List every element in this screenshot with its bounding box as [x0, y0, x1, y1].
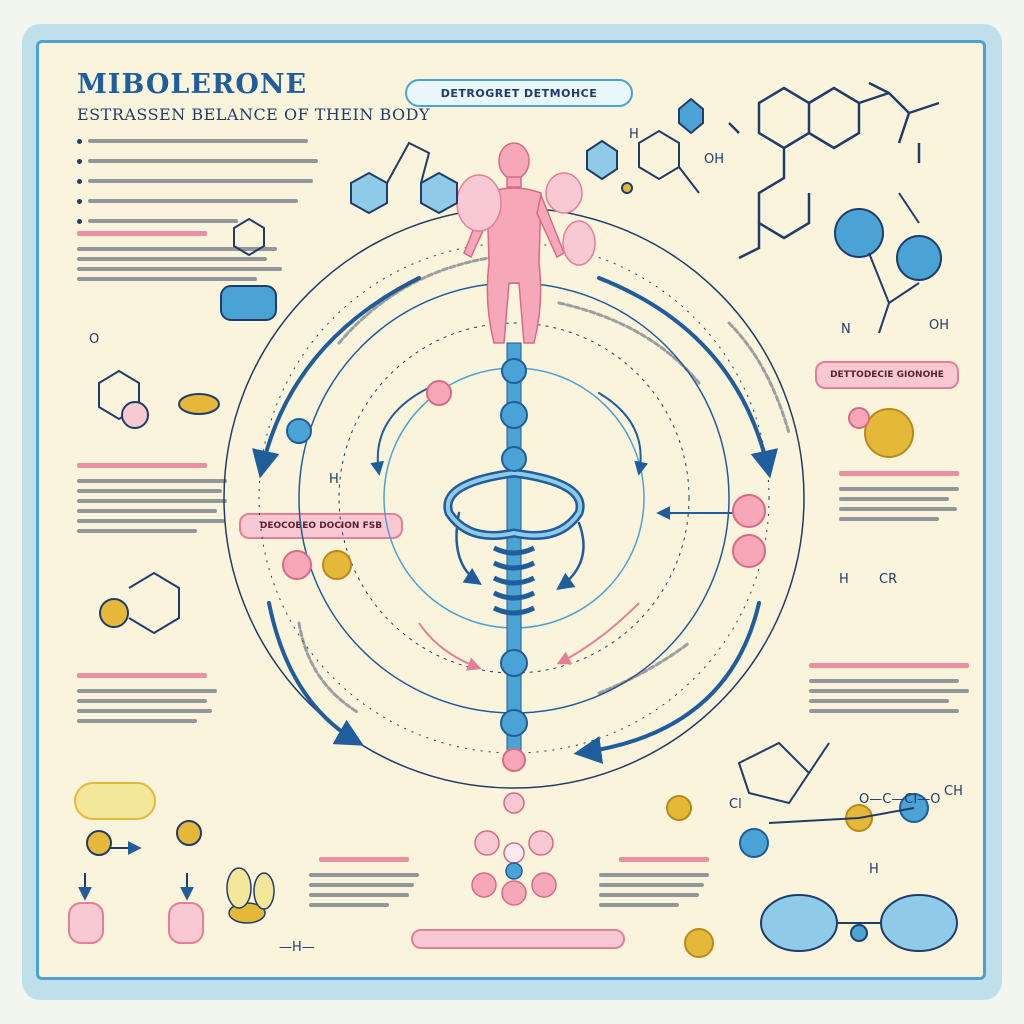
steroid-molecule-icon — [728, 81, 940, 260]
label-oh: OH — [704, 152, 724, 167]
bottom-heading-2 — [619, 857, 709, 862]
left-paragraph-2 — [77, 479, 227, 533]
label-n: N — [841, 322, 851, 337]
poster-paper: MIBOLERONE ESTRASSEN BELANCE OF THEIN BO… — [36, 40, 986, 980]
left-pink-label: DEOCOBEO DOCION FSB — [239, 513, 403, 539]
right-heading-1 — [839, 471, 959, 476]
column-nodes — [500, 358, 528, 772]
bullet-item — [77, 211, 357, 231]
label-o-c-ci-o: O—C—CI—O — [859, 792, 940, 807]
left-paragraph-1 — [77, 247, 282, 281]
bullet-item — [77, 131, 357, 151]
side-nodes — [282, 380, 929, 958]
right-molecule-icon — [834, 192, 942, 334]
bullet-item — [77, 171, 357, 191]
left-paragraph-3 — [77, 689, 217, 723]
page-subtitle: ESTRASSEN BELANCE OF THEIN BODY — [77, 105, 431, 124]
diagram-canvas: OH H N OH O O—C—CI—O CH Cl H CR H —H— H — [68, 81, 963, 958]
right-paragraph-1 — [839, 487, 959, 521]
right-paragraph-2 — [809, 679, 969, 713]
label-oh-2: OH — [929, 318, 949, 333]
right-pink-label: DETTODECIE GIONOHE — [815, 361, 959, 389]
pink-arrows — [418, 602, 640, 671]
left-molecule-icon — [68, 285, 277, 944]
left-heading-1 — [77, 231, 207, 236]
molecule-icon — [233, 97, 704, 257]
arc-labels — [297, 256, 791, 715]
bullet-item — [77, 191, 357, 211]
label-h-3: H — [869, 862, 879, 877]
label-cr: CR — [879, 572, 897, 587]
label-ch: CH — [944, 784, 963, 799]
label-cl: Cl — [729, 797, 742, 812]
label-h-2: H — [839, 572, 849, 587]
bottom-pink-bar — [411, 929, 625, 949]
bottom-molecule-cluster — [471, 792, 557, 906]
bottom-paragraph-1 — [309, 873, 419, 907]
cycle-arrows — [252, 276, 778, 764]
bottom-heading-1 — [319, 857, 409, 862]
bullet-item — [77, 151, 357, 171]
human-figure-icon — [456, 142, 596, 344]
bee-icon — [226, 867, 275, 924]
label-h: H — [629, 127, 639, 142]
label-h-dash: —H— — [279, 940, 315, 955]
top-banner: DETROGRET DETMOHCE — [405, 79, 633, 107]
label-o: O — [89, 332, 99, 347]
label-h-4: H — [329, 472, 339, 487]
page-title: MIBOLERONE — [77, 69, 308, 100]
left-heading-2 — [77, 463, 207, 468]
right-heading-2 — [809, 663, 969, 668]
bottom-right-molecule-icon — [737, 741, 958, 952]
left-heading-3 — [77, 673, 207, 678]
intro-bullet-list — [77, 131, 357, 231]
bottom-paragraph-2 — [599, 873, 709, 907]
atom-labels: OH H N OH O O—C—CI—O CH Cl H CR H —H— H — [89, 127, 963, 955]
